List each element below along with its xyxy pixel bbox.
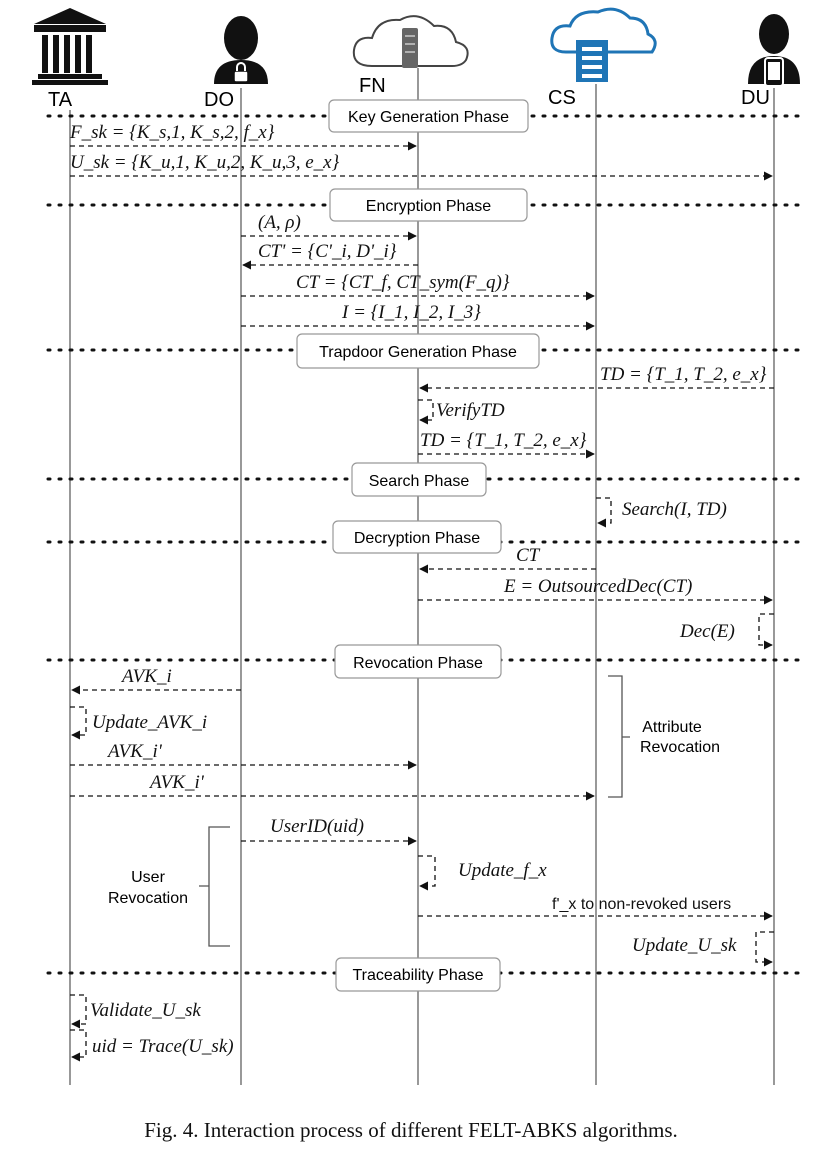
attribute-revocation-bracket xyxy=(608,675,630,798)
arrow-upd-fx xyxy=(418,855,436,891)
msg-label-avk: AVK_i xyxy=(120,666,172,687)
arrow-search xyxy=(596,497,612,528)
msg-label-arho: (A, ρ) xyxy=(258,212,301,233)
arrow-upd-avk xyxy=(70,706,87,740)
government-building-icon xyxy=(32,8,108,85)
msg-label-ct: CT = {CT_f, CT_sym(F_q)} xyxy=(296,272,510,293)
attribute-revocation-label: Attribute xyxy=(642,719,702,736)
msg-label-upd-usk: Update_U_sk xyxy=(632,935,737,956)
user-with-phone-icon xyxy=(748,14,800,87)
phase-box-search: Search Phase xyxy=(351,462,487,497)
cloud-server-icon xyxy=(352,15,469,68)
phase-label: Decryption Phase xyxy=(354,530,480,547)
cloud-database-icon xyxy=(550,7,657,82)
phase-label: Encryption Phase xyxy=(366,198,492,215)
msg-label-index: I = {I_1, I_2, I_3} xyxy=(341,302,481,323)
msg-label-outdec: E = OutsourcedDec(CT) xyxy=(503,576,692,597)
msg-label-upd-avk: Update_AVK_i xyxy=(92,712,207,733)
phase-box-revoke: Revocation Phase xyxy=(334,644,502,679)
msg-label-validate: Validate_U_sk xyxy=(90,1000,201,1021)
phase-label: Key Generation Phase xyxy=(348,109,509,126)
msg-label-fsk: F_sk = {K_s,1, K_s,2, f_x} xyxy=(69,122,275,143)
actor-label-ta: TA xyxy=(48,89,73,111)
phase-box-keygen: Key Generation Phase xyxy=(328,99,529,133)
msg-label-ctprime: CT' = {C'_i, D'_i} xyxy=(258,241,397,262)
arrow-dec xyxy=(758,613,774,650)
phase-label: Trapdoor Generation Phase xyxy=(319,344,517,361)
actor-label-du: DU xyxy=(741,87,770,109)
msg-label-ct-dec: CT xyxy=(516,545,541,566)
actor-label-do: DO xyxy=(204,89,234,111)
phase-box-trapdoor: Trapdoor Generation Phase xyxy=(296,333,540,369)
attribute-revocation-label: Revocation xyxy=(640,739,720,756)
user-revocation-bracket xyxy=(199,826,230,947)
arrow-verify xyxy=(418,399,434,425)
actor-label-cs: CS xyxy=(548,87,576,109)
arrow-validate xyxy=(70,994,87,1029)
msg-label-avk-bar: AVK_i' xyxy=(106,741,163,762)
msg-label-upd-fx: Update_f_x xyxy=(458,860,547,881)
msg-label-td-fn: TD = {T_1, T_2, e_x} xyxy=(420,430,587,451)
phase-box-decrypt: Decryption Phase xyxy=(332,520,502,554)
msg-label-fx-users: f'_x to non-revoked users xyxy=(552,896,731,913)
arrow-trace xyxy=(70,1029,87,1062)
msg-label-verify: VerifyTD xyxy=(436,400,505,421)
phase-box-encrypt: Encryption Phase xyxy=(329,188,528,222)
figure-caption: Fig. 4. Interaction process of different… xyxy=(144,1118,678,1142)
phase-label: Traceability Phase xyxy=(352,967,483,984)
msg-label-uid: UserID(uid) xyxy=(270,816,364,837)
user-revocation-label: User xyxy=(131,869,165,886)
msg-label-search: Search(I, TD) xyxy=(622,499,727,520)
phase-label: Revocation Phase xyxy=(353,655,483,672)
msg-label-dec: Dec(E) xyxy=(679,621,735,642)
user-revocation-label: Revocation xyxy=(108,890,188,907)
user-with-lock-icon xyxy=(214,16,268,84)
actor-label-fn: FN xyxy=(359,75,386,97)
phase-label: Search Phase xyxy=(369,473,470,490)
msg-label-avk-cs: AVK_i' xyxy=(148,772,205,793)
msg-label-usk: U_sk = {K_u,1, K_u,2, K_u,3, e_x} xyxy=(70,152,340,173)
arrow-upd-usk xyxy=(755,931,774,967)
sequence-diagram: TA DO FN CS DU Key Generation Phase Encr… xyxy=(32,7,802,1085)
phase-box-trace: Traceability Phase xyxy=(335,957,501,992)
msg-label-td-du: TD = {T_1, T_2, e_x} xyxy=(600,364,767,385)
msg-label-trace: uid = Trace(U_sk) xyxy=(92,1036,234,1057)
